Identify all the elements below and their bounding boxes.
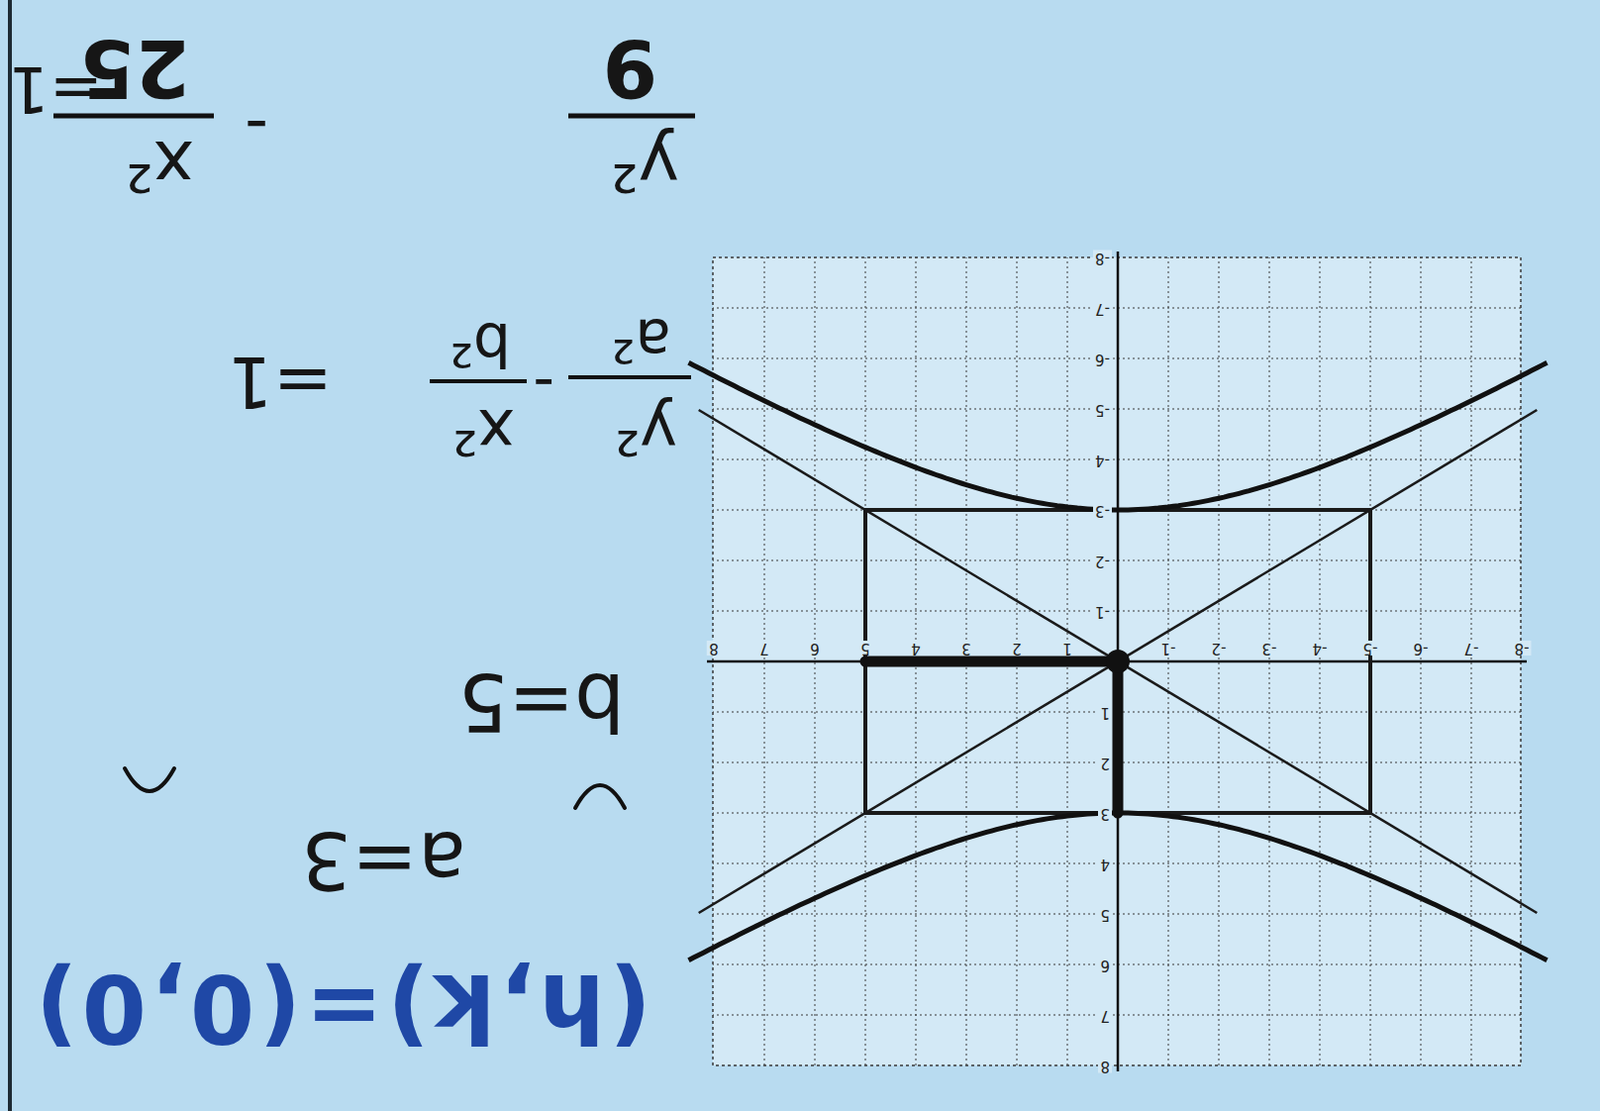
numerator: x² [451, 400, 515, 464]
a-segment [1112, 661, 1124, 813]
axis-tick-label: -3 [1260, 640, 1280, 656]
parameter-value: a=3 [300, 819, 467, 900]
axis-tick-label: -6 [1093, 351, 1112, 367]
axis-tick-label: -6 [1411, 640, 1431, 656]
axis-tick-label: -1 [1093, 603, 1112, 619]
axis-tick-label: -8 [1093, 250, 1112, 266]
center-dot [1105, 649, 1130, 674]
axis-tick-label: -4 [1093, 452, 1112, 468]
axis-tick-label: 1 [1060, 640, 1075, 656]
denominator: 9 [601, 27, 658, 107]
axis-tick-label: -1 [1159, 640, 1179, 656]
equals-one: =1 [227, 346, 333, 418]
axis-tick-label: -2 [1209, 640, 1229, 656]
axis-tick-label: -2 [1093, 553, 1112, 569]
hyperbola-branch [689, 362, 1548, 510]
axis-tick-label: 6 [1098, 957, 1112, 973]
center-note: (h,k)=(0,0) [31, 960, 652, 1054]
b-segment [865, 656, 1118, 668]
axis-tick-label: -7 [1462, 640, 1482, 656]
axis-tick-label: 3 [959, 640, 974, 656]
numerator: x² [125, 130, 196, 200]
axis-tick-label: 1 [1098, 704, 1112, 720]
asymptote [699, 409, 1538, 913]
equals-one: =1 [7, 56, 103, 121]
hyperbola-branch [689, 812, 1548, 961]
fraction-bar [568, 375, 692, 380]
axis-tick-label: 4 [908, 640, 923, 656]
denominator: a² [610, 310, 672, 371]
fraction-bar [429, 379, 527, 384]
numerator: y² [613, 400, 678, 464]
axis-tick-label: -8 [1512, 640, 1532, 656]
axis-tick-label: 7 [757, 640, 772, 656]
asymptote [699, 409, 1538, 913]
page-edge [7, 0, 12, 1111]
axis-tick-label: 2 [1098, 755, 1112, 771]
parameter-value: b=5 [457, 661, 625, 741]
axis-tick-label: -5 [1093, 401, 1112, 417]
axis-tick-label: 8 [1098, 1058, 1112, 1074]
hyperbola-sketch [575, 785, 625, 808]
axis-tick-label: -4 [1310, 640, 1330, 656]
axis-tick-label: 7 [1098, 1007, 1112, 1023]
minus-sign: - [532, 356, 555, 416]
axis-tick-label: 5 [858, 640, 873, 656]
axis-tick-label: -5 [1361, 640, 1381, 656]
axis-tick-label: -3 [1093, 502, 1112, 518]
axis-tick-label: 2 [1009, 640, 1024, 656]
axis-tick-label: -7 [1093, 300, 1112, 316]
axis-tick-label: 8 [706, 640, 721, 656]
minus-sign: - [244, 95, 269, 161]
axis-tick-label: 5 [1098, 906, 1112, 922]
axis-tick-label: 3 [1098, 805, 1112, 821]
axis-tick-label: 6 [807, 640, 822, 656]
numerator: y² [610, 130, 681, 200]
axis-tick-label: 4 [1098, 856, 1112, 872]
fraction-bar [568, 113, 696, 119]
denominator: b² [449, 314, 511, 375]
hyperbola-sketch [124, 768, 175, 792]
